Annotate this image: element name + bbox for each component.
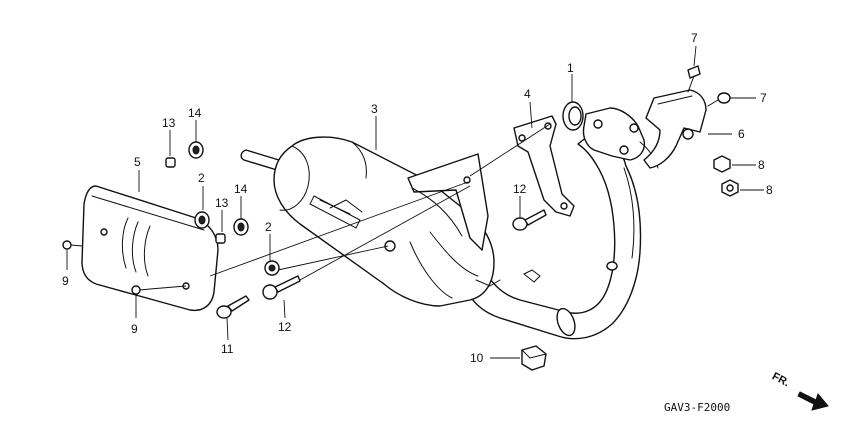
callout-9-lower: 9	[131, 322, 138, 336]
joint-collar	[643, 89, 707, 169]
callout-5: 5	[134, 155, 141, 169]
leader-lines	[66, 45, 764, 359]
callout-8-lower: 8	[766, 183, 773, 197]
muffler	[240, 136, 501, 307]
nut-8-upper	[713, 155, 731, 173]
callout-13-upper: 13	[162, 116, 176, 130]
rubber-14-lower	[233, 218, 249, 236]
nut-8-lower	[721, 179, 739, 197]
callout-2-left: 2	[198, 171, 205, 185]
exhaust-gasket	[562, 101, 584, 131]
rubber-2-left	[194, 211, 210, 229]
callout-4: 4	[524, 87, 531, 101]
bolt-11	[216, 295, 250, 319]
collar-13-upper	[165, 157, 176, 168]
callout-7-upper: 7	[691, 31, 698, 45]
bolt-7-upper	[687, 65, 701, 93]
front-arrow-icon	[797, 391, 829, 411]
muffler-stay	[513, 115, 575, 217]
bolt-7-lower	[707, 92, 731, 107]
bolt-12-lower	[262, 275, 301, 300]
callout-8-upper: 8	[758, 158, 765, 172]
exhaust-pipe	[467, 107, 659, 340]
callout-11: 11	[221, 342, 234, 356]
callout-labels: 1 2 2 3 4 5 6 7 7 8 8 9 9 10 11 12 12 13…	[62, 31, 773, 365]
callout-13-lower: 13	[215, 196, 229, 210]
callout-1: 1	[567, 61, 574, 75]
front-label: FR.	[770, 370, 791, 389]
callout-12-upper: 12	[513, 182, 527, 196]
bolt-12-upper	[512, 209, 547, 231]
callout-9-upper: 9	[62, 274, 69, 288]
callout-12-lower: 12	[278, 320, 292, 334]
rubber-14-upper	[188, 141, 204, 159]
nut-10	[521, 345, 547, 371]
callout-10: 10	[470, 351, 484, 365]
callout-7-lower: 7	[760, 91, 767, 105]
muffler-protector	[81, 185, 219, 312]
callout-14-lower: 14	[234, 182, 248, 196]
screw-9-upper	[62, 240, 83, 250]
rubber-2-right	[264, 260, 280, 276]
callout-3: 3	[371, 102, 378, 116]
front-direction-indicator: FR.	[770, 370, 829, 411]
collar-13-lower	[215, 233, 226, 244]
callout-2-right: 2	[265, 220, 272, 234]
callout-6: 6	[738, 127, 745, 141]
callout-14-upper: 14	[188, 106, 202, 120]
diagram-code: GAV3-F2000	[664, 401, 730, 414]
